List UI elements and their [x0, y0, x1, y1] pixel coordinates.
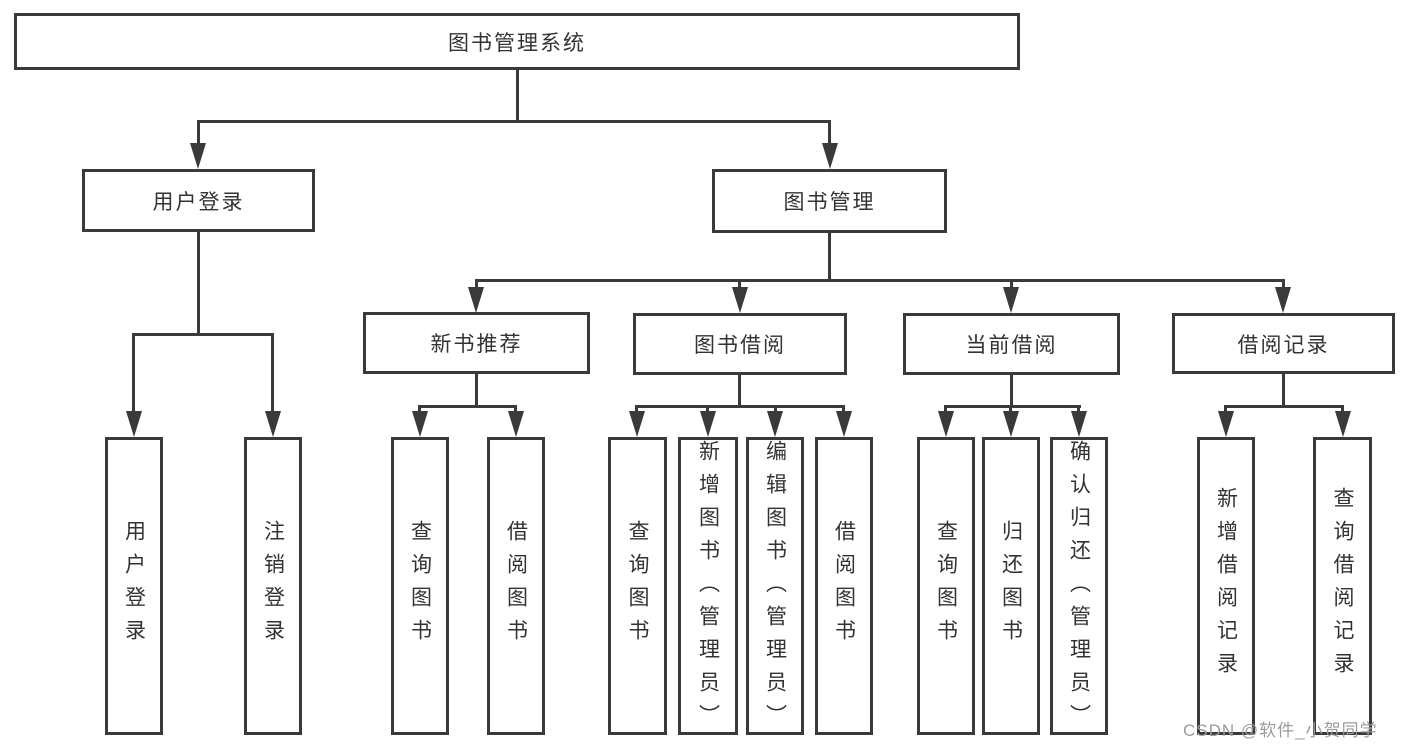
connector-currentborrow-drop-2 — [1009, 405, 1012, 413]
leaf-newbook-query-books-label: 查询图书 — [408, 520, 432, 652]
leaf-record-add-record: 新增借阅记录 — [1197, 437, 1255, 735]
connector-newbook-stem — [475, 374, 478, 408]
node-user-login-label: 用户登录 — [152, 190, 245, 214]
connector-userlogin-hline — [132, 333, 274, 336]
node-current-borrow: 当前借阅 — [903, 313, 1120, 375]
leaf-borrow-add-books-admin: 新增图书（管理员） — [678, 437, 738, 737]
leaf-borrow-edit-books-admin: 编辑图书（管理员） — [746, 437, 804, 737]
arrowhead-down-icon — [1218, 411, 1234, 437]
connector-root-stem — [516, 70, 519, 122]
connector-bookmgmt-drop-3 — [1010, 279, 1013, 289]
arrowhead-down-icon — [1003, 411, 1019, 437]
leaf-record-query-record: 查询借阅记录 — [1313, 437, 1372, 735]
arrowhead-down-icon — [265, 411, 281, 437]
connector-bookmgmt-drop-4 — [1282, 279, 1285, 289]
leaf-borrow-borrow-books: 借阅图书 — [815, 437, 873, 735]
leaf-newbook-borrow-books-label: 借阅图书 — [504, 520, 528, 652]
node-user-login: 用户登录 — [82, 169, 315, 232]
connector-newbook-drop-2 — [514, 405, 517, 413]
leaf-borrow-edit-books-admin-label: 编辑图书（管理员） — [763, 440, 787, 737]
connector-userlogin-drop-1 — [132, 333, 135, 412]
node-root-label: 图书管理系统 — [448, 31, 586, 55]
leaf-current-query-books: 查询图书 — [917, 437, 975, 735]
leaf-newbook-borrow-books: 借阅图书 — [487, 437, 545, 735]
leaf-current-confirm-return-admin: 确认归还（管理员） — [1050, 437, 1108, 737]
arrowhead-down-icon — [468, 287, 484, 313]
leaf-borrow-query-books: 查询图书 — [608, 437, 667, 735]
arrowhead-down-icon — [1071, 411, 1087, 437]
leaf-current-return-books: 归还图书 — [982, 437, 1040, 735]
connector-bookborrow-drop-3 — [774, 405, 777, 413]
arrowhead-down-icon — [190, 143, 206, 169]
connector-record-drop-1 — [1224, 405, 1227, 413]
connector-newbook-drop-1 — [418, 405, 421, 413]
connector-bookmgmt-hline — [475, 279, 1285, 282]
connector-currentborrow-drop-3 — [1077, 405, 1080, 413]
connector-record-drop-2 — [1341, 405, 1344, 413]
leaf-user-login: 用户登录 — [105, 437, 163, 735]
arrowhead-down-icon — [938, 411, 954, 437]
arrowhead-down-icon — [1335, 411, 1351, 437]
arrowhead-down-icon — [126, 411, 142, 437]
connector-currentborrow-drop-1 — [944, 405, 947, 413]
leaf-current-query-books-label: 查询图书 — [934, 520, 958, 652]
leaf-record-add-record-label: 新增借阅记录 — [1214, 487, 1238, 685]
connector-record-hline — [1224, 405, 1344, 408]
connector-userlogin-stem — [197, 232, 200, 336]
node-book-borrow: 图书借阅 — [633, 313, 847, 375]
node-borrow-record-label: 借阅记录 — [1237, 333, 1330, 357]
arrowhead-down-icon — [732, 287, 748, 313]
arrowhead-down-icon — [822, 143, 838, 169]
node-current-borrow-label: 当前借阅 — [965, 334, 1058, 357]
connector-bookborrow-drop-1 — [635, 405, 638, 413]
node-book-mgmt: 图书管理 — [712, 169, 947, 233]
connector-currentborrow-hline — [944, 405, 1081, 408]
leaf-logout-label: 注销登录 — [261, 520, 285, 652]
node-new-book-rec: 新书推荐 — [363, 312, 590, 374]
leaf-record-query-record-label: 查询借阅记录 — [1331, 487, 1354, 685]
leaf-current-confirm-return-admin-label: 确认归还（管理员） — [1067, 440, 1091, 737]
leaf-borrow-query-books-label: 查询图书 — [626, 520, 649, 652]
connector-record-stem — [1282, 374, 1285, 408]
node-borrow-record: 借阅记录 — [1172, 313, 1395, 374]
connector-newbook-hline — [418, 405, 517, 408]
arrowhead-down-icon — [508, 411, 524, 437]
connector-root-drop-left — [197, 120, 200, 146]
leaf-borrow-borrow-books-label: 借阅图书 — [832, 520, 856, 652]
connector-bookmgmt-stem — [828, 233, 831, 282]
arrowhead-down-icon — [1275, 287, 1291, 313]
node-root: 图书管理系统 — [14, 13, 1020, 70]
arrowhead-down-icon — [629, 411, 645, 437]
connector-userlogin-drop-2 — [271, 333, 274, 412]
leaf-user-login-label: 用户登录 — [122, 520, 146, 652]
node-book-mgmt-label: 图书管理 — [783, 191, 876, 214]
connector-bookborrow-hline — [635, 405, 845, 408]
arrowhead-down-icon — [767, 411, 783, 437]
connector-bookborrow-stem — [738, 375, 741, 408]
connector-bookmgmt-drop-1 — [475, 279, 478, 289]
csdn-watermark: CSDN @软件_小贺同学 — [1183, 721, 1378, 740]
connector-bookborrow-drop-4 — [842, 405, 845, 413]
arrowhead-down-icon — [1003, 287, 1019, 313]
arrowhead-down-icon — [836, 411, 852, 437]
arrowhead-down-icon — [412, 411, 428, 437]
connector-root-hline — [197, 120, 831, 123]
connector-bookmgmt-drop-2 — [738, 279, 741, 289]
node-book-borrow-label: 图书借阅 — [694, 334, 786, 357]
arrowhead-down-icon — [700, 411, 716, 437]
connector-root-drop-right — [828, 120, 831, 146]
leaf-newbook-query-books: 查询图书 — [391, 437, 449, 735]
connector-bookborrow-drop-2 — [706, 405, 709, 413]
leaf-borrow-add-books-admin-label: 新增图书（管理员） — [696, 440, 720, 737]
connector-currentborrow-stem — [1010, 375, 1013, 408]
node-new-book-rec-label: 新书推荐 — [430, 333, 523, 356]
leaf-logout: 注销登录 — [244, 437, 302, 735]
leaf-current-return-books-label: 归还图书 — [999, 520, 1023, 652]
